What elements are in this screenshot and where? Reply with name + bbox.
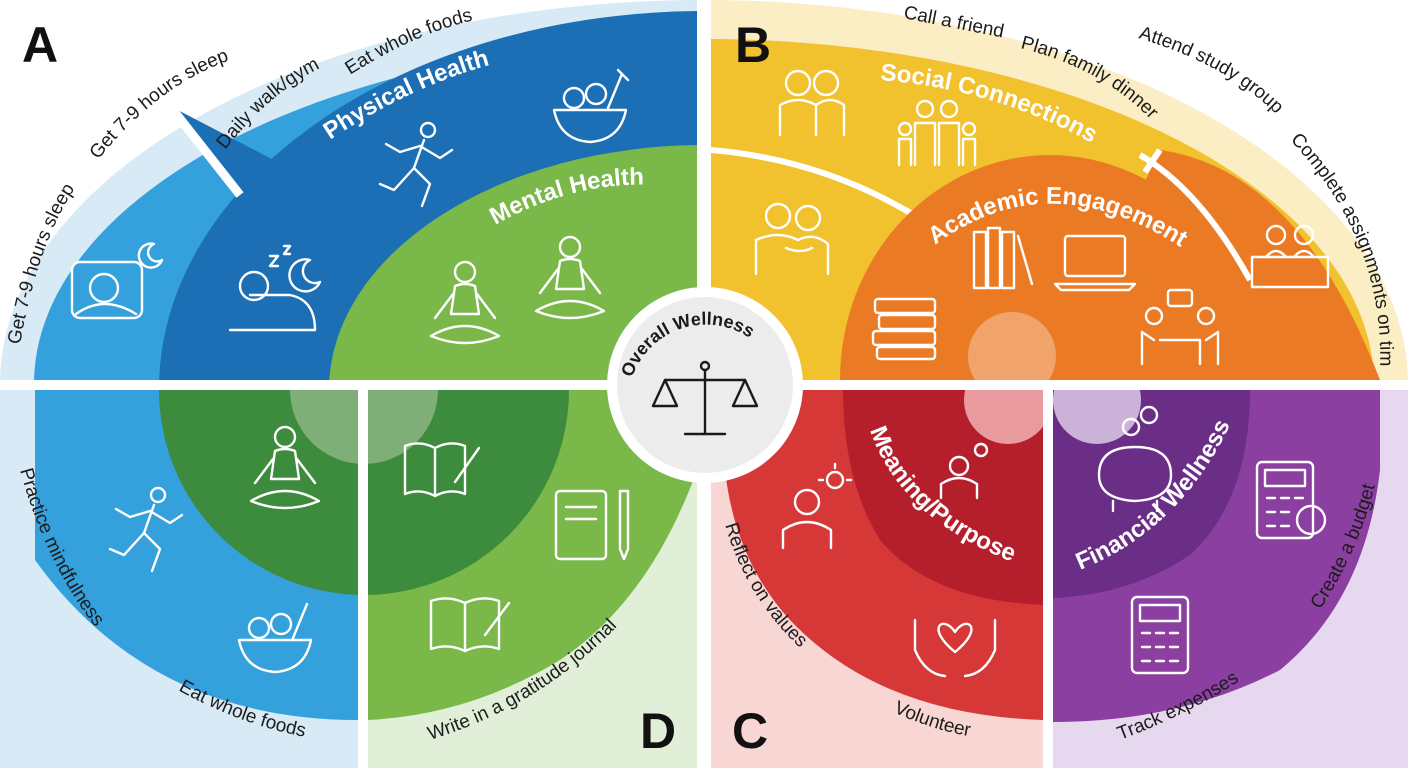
quadrant-d [0, 390, 697, 768]
calculator-icon [1130, 595, 1190, 675]
fruit-bowl-icon-2 [237, 602, 313, 674]
friends-icon [778, 69, 846, 137]
sleeping-person-icon [228, 244, 322, 332]
journal-writing-icon [403, 442, 481, 498]
bed-sleep-icon [70, 242, 164, 320]
scale-icon [651, 360, 759, 436]
meditation-icon [429, 260, 501, 345]
stacked-books-icon [871, 297, 937, 361]
open-book-pen-icon [429, 597, 511, 653]
bookshelf-icon [972, 226, 1034, 290]
divider-d1 [358, 390, 368, 768]
calculator-coin-icon [1255, 460, 1327, 540]
divider-b3 [1138, 152, 1253, 282]
financial-highlight [1053, 390, 1141, 444]
quadrant-letter-d: D [640, 703, 676, 759]
quadrant-letter-c: C [732, 703, 768, 759]
divider-c1 [1043, 390, 1053, 768]
laptop-icon [1053, 234, 1137, 292]
hug-icon [754, 202, 830, 276]
divider-b2 [711, 147, 932, 228]
meditation-icon-3 [249, 425, 321, 510]
piggy-bank-icon [1097, 405, 1173, 513]
academic-highlight [968, 312, 1056, 380]
idea-person-icon [781, 462, 853, 550]
family-icon [897, 99, 977, 167]
meaning-segment [843, 390, 1043, 605]
meaning-highlight [964, 390, 1052, 444]
divider-a1 [166, 103, 244, 198]
idea-person-icon-2 [939, 442, 989, 500]
study-group-icon [1140, 288, 1220, 366]
mental-segment [329, 145, 697, 380]
fruit-bowl-icon [552, 68, 630, 144]
quadrant-letter-b: B [735, 17, 771, 73]
notebook-pen-icon [554, 489, 630, 561]
desk-students-icon [1250, 224, 1330, 289]
quadrant-letter-a: A [22, 17, 58, 73]
quadrant-c [711, 390, 1408, 768]
heart-hands-icon [913, 618, 997, 678]
runner-icon-2 [108, 486, 184, 573]
runner-icon [378, 121, 454, 208]
meditation-icon-2 [534, 235, 606, 320]
